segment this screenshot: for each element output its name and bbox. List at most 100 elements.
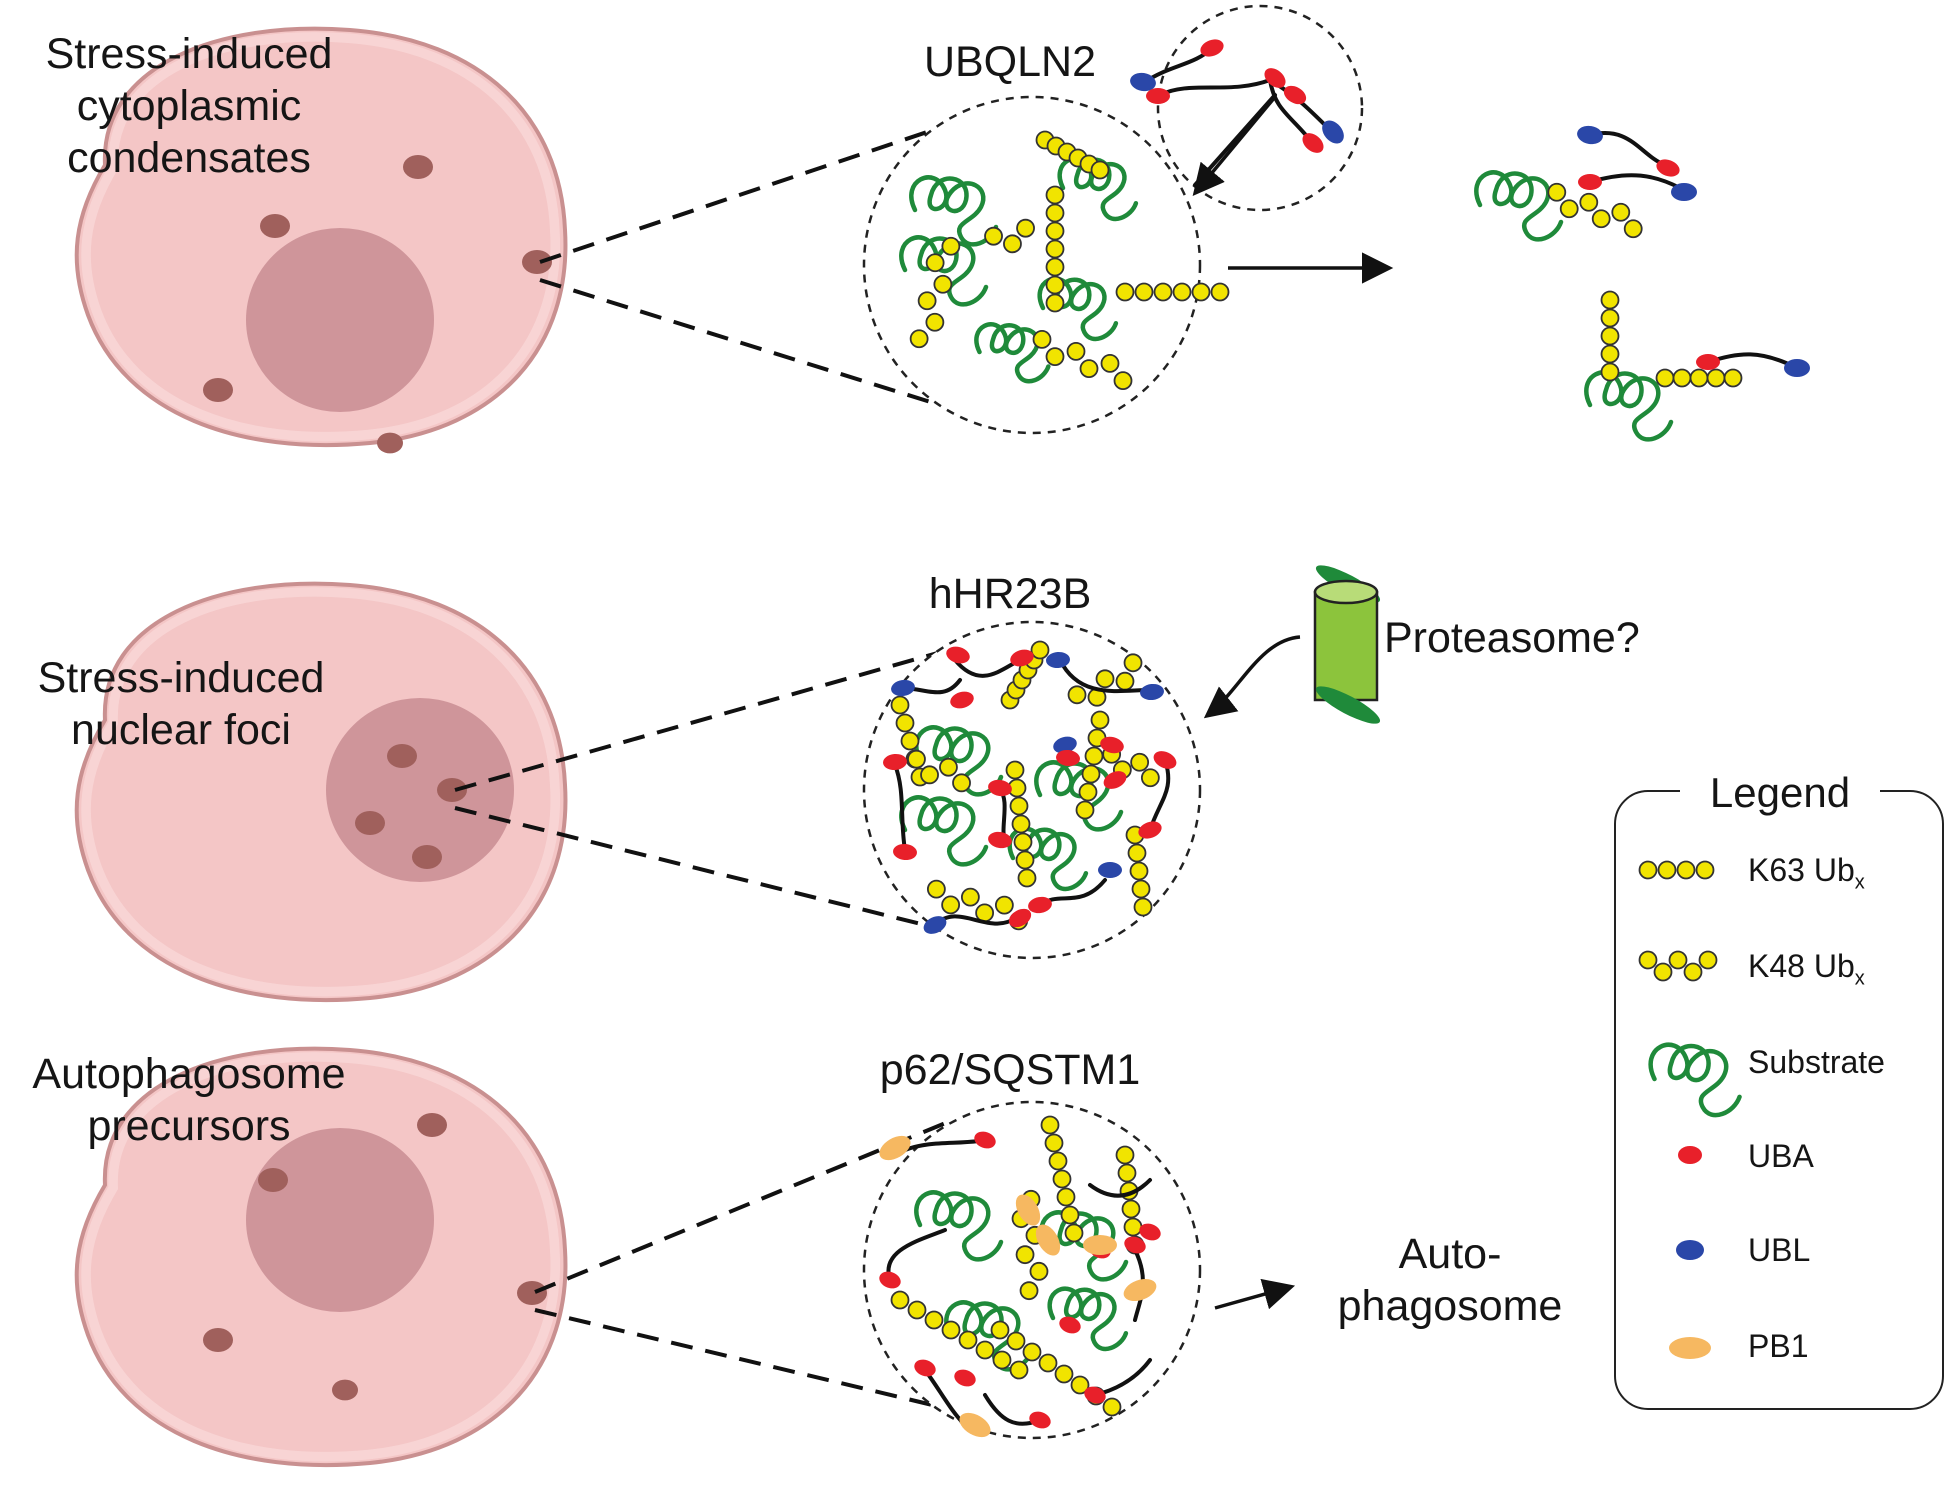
k63-chain (1125, 825, 1153, 917)
focus-dot (387, 744, 417, 768)
k63-chain (1005, 760, 1037, 888)
legend-title: Legend (1680, 768, 1880, 818)
pb1-domain (959, 1412, 991, 1438)
ubiquitin-bead (1052, 1169, 1072, 1189)
ubiquitin-bead (1653, 962, 1673, 982)
ubiquitin-bead (890, 695, 910, 715)
ubiquitin-bead (1672, 368, 1692, 388)
ubiquitin-bead (990, 1320, 1010, 1340)
ubiquitin-bead (1559, 199, 1579, 219)
substrate-coil (909, 175, 999, 247)
ubl-domain (1098, 862, 1122, 878)
legend-label-pb1: PB1 (1748, 1328, 1809, 1364)
cell-label-line: Stress-induced (37, 654, 325, 702)
ubiquitin-bead (1706, 368, 1726, 388)
uba-domain (1302, 133, 1324, 153)
cell-rim (81, 32, 561, 442)
k63-chain (1600, 290, 1620, 382)
substrate-coil (1648, 1042, 1742, 1118)
ubiquitin-bead (958, 1330, 978, 1350)
ubiquitin-bead (1191, 282, 1211, 302)
substrate (909, 175, 999, 247)
cell-label-cytoplasmic: Stress-induced cytoplasmic condensates (8, 28, 370, 184)
uba-domain (1103, 771, 1127, 789)
ubiquitin-bead (1698, 950, 1718, 970)
ubiquitin-bead (1075, 800, 1095, 820)
linker (1268, 78, 1312, 142)
k63-chain (1115, 282, 1230, 302)
uba-domain (914, 1359, 936, 1377)
ubiquitin-bead (1013, 832, 1033, 852)
k48-chain (984, 218, 1035, 254)
cell-label-nuclear: Stress-induced nuclear foci (8, 652, 354, 756)
uba-domain (1696, 354, 1720, 370)
ubiquitin-bead (924, 1310, 944, 1330)
arrow-proteasome-to-foci (1203, 635, 1301, 719)
linker (1588, 173, 1682, 190)
uba-domain (893, 843, 917, 861)
substrate-coil (1037, 276, 1119, 342)
ubiquitin-bead (917, 291, 937, 311)
ubiquitin-bead (1115, 1145, 1135, 1165)
uba-domain (1146, 88, 1170, 104)
substrate-coil (899, 795, 989, 867)
k63-chain (890, 1290, 1029, 1380)
ubiquitin-bead (1131, 879, 1151, 899)
focus-dot (332, 1379, 358, 1401)
ubiquitin-bead (1029, 1261, 1049, 1281)
ubiquitin-bead (1017, 868, 1037, 888)
zoom-line-bottom-autophagy (534, 1308, 946, 1410)
pb1-domain (1015, 1194, 1041, 1226)
ubiquitin-bead (895, 713, 915, 733)
substrate-coil (914, 1190, 1004, 1262)
uba-domain (1578, 174, 1602, 190)
ubiquitin-bead (1638, 860, 1658, 880)
cell-body (74, 581, 568, 1003)
condensate-contents-cytoplasmic (899, 130, 1230, 391)
ubiquitin-bead (1600, 362, 1620, 382)
ubiquitin-bead (1600, 344, 1620, 364)
ubiquitin-bead (1683, 962, 1703, 982)
uba-domain (1100, 736, 1124, 754)
ubiquitin-bead (1123, 1217, 1143, 1237)
ubiquitin-bead (1623, 219, 1643, 239)
cell-label-autophagy: Autophagosome precursors (4, 1048, 374, 1152)
substrate-coil (1474, 170, 1564, 242)
uba-domain (1010, 649, 1034, 667)
ubiquitin-bead (975, 1340, 995, 1360)
ubiquitin-bead (1115, 671, 1135, 691)
legend-label-k63: K63 Ubx (1748, 852, 1865, 894)
linker (1706, 352, 1797, 369)
pb1-domain (1083, 1235, 1117, 1255)
linker (1088, 1178, 1152, 1198)
substrate-coil (1584, 370, 1674, 442)
zoom-line-top-cytoplasmic (539, 123, 949, 264)
uba-domain (1124, 1236, 1146, 1254)
outcome-line: phagosome (1337, 1282, 1563, 1330)
protein-label-ubqln2: UBQLN2 (923, 38, 1097, 86)
cell-nuclear (74, 581, 568, 1003)
nucleus (326, 698, 514, 882)
zoom-circle-cytoplasmic (862, 95, 1202, 435)
linker (1058, 658, 1152, 694)
protein-label-p62: p62/SQSTM1 (879, 1046, 1141, 1094)
outcome-line: Auto- (1398, 1230, 1502, 1278)
ubiquitin-bead (1040, 1115, 1060, 1135)
cell-label-line: precursors (87, 1102, 291, 1150)
ubiquitin-bead (1129, 861, 1149, 881)
legend-k63-icon (1638, 860, 1715, 880)
ubiquitin-bead (994, 895, 1014, 915)
uba-domain (946, 646, 970, 664)
ubiquitin-bead (1655, 368, 1675, 388)
ubiquitin-bead (1048, 1151, 1068, 1171)
ubiquitin-bead (1591, 209, 1611, 229)
substrate (1007, 826, 1089, 892)
ubiquitin-bead (1657, 860, 1677, 880)
uba-domain (883, 753, 907, 771)
ubiquitin-bead (1032, 329, 1052, 349)
linker (886, 1228, 947, 1282)
proteasome-label: Proteasome? (1384, 614, 1640, 662)
legend-icons (1638, 860, 1742, 1359)
cell-label-line: cytoplasmic (76, 82, 302, 130)
ubiquitin-bead (960, 887, 980, 907)
